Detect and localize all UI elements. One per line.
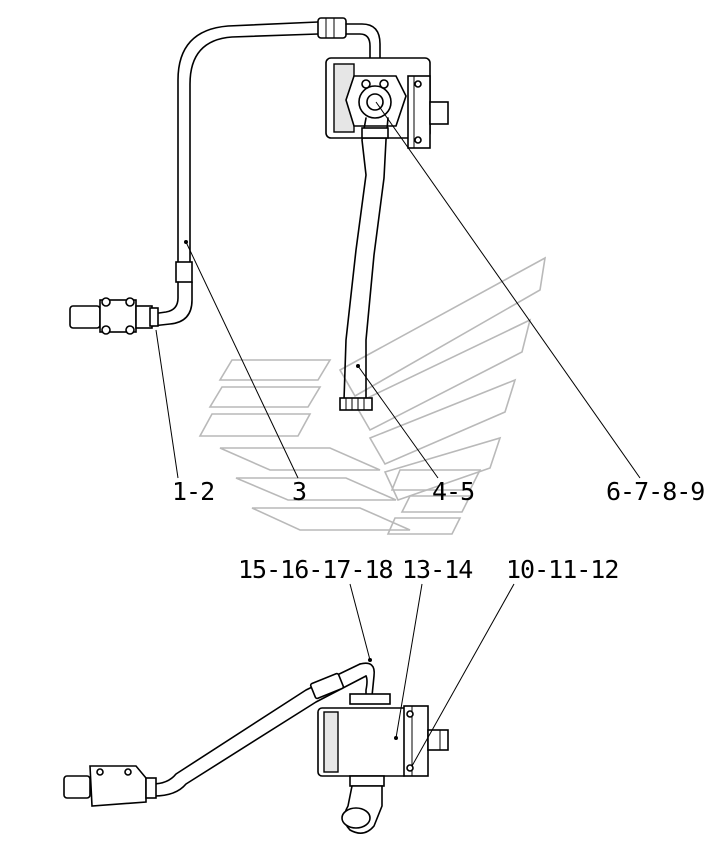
control-valve-lower	[63, 765, 157, 807]
hydraulic-pump-upper	[325, 57, 449, 149]
hydraulic-pump-lower	[317, 705, 449, 834]
leader-1-2	[155, 329, 179, 479]
leader-3	[185, 241, 299, 479]
callout-1-2: 1-2	[172, 477, 214, 506]
callout-3: 3	[292, 477, 306, 506]
hose-fitting-top	[317, 17, 347, 39]
leader-6-7-8-9	[375, 101, 641, 479]
elbow-fitting	[349, 693, 391, 705]
callout-13-14: 13-14	[402, 555, 472, 584]
control-valve-upper	[69, 297, 159, 335]
callout-4-5: 4-5	[432, 477, 474, 506]
callout-6-7-8-9: 6-7-8-9	[606, 477, 704, 506]
hose-fitting-lower	[175, 261, 193, 283]
lower-assembly	[63, 583, 515, 834]
leader-4-5	[357, 365, 439, 479]
watermark-logo	[198, 256, 547, 535]
callout-15-16-17-18: 15-16-17-18	[238, 555, 393, 584]
leader-13-14	[395, 583, 423, 739]
hose-clamp-bottom	[339, 397, 373, 411]
upper-assembly	[69, 17, 641, 479]
hose-fitting-lower-assy	[309, 672, 345, 700]
leader-10-11-12	[411, 583, 515, 767]
hose-clamp-top	[361, 127, 389, 139]
leader-15-16-17-18	[349, 583, 371, 661]
callout-10-11-12: 10-11-12	[506, 555, 618, 584]
